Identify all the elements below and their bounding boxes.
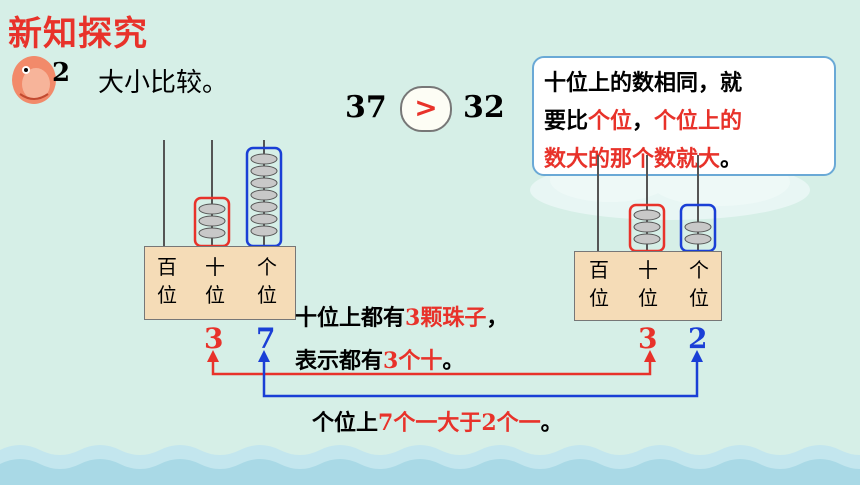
hint-line-1: 十位上的数相同，就 bbox=[544, 70, 743, 96]
abacus-right-base: 百位 十位 个位 bbox=[574, 251, 722, 321]
hint-line-2: 要比个位，个位上的 bbox=[544, 108, 743, 134]
section-title: 新知探究 bbox=[8, 14, 148, 54]
place-label-tens: 十位 bbox=[205, 255, 225, 307]
place-label-hundreds: 百位 bbox=[157, 255, 177, 307]
right-tens-digit: 3 bbox=[638, 322, 658, 355]
hint-bubble: 十位上的数相同，就 要比个位，个位上的 数大的那个数就大。 bbox=[532, 56, 836, 176]
right-ones-digit: 2 bbox=[688, 322, 708, 355]
compare-operator: > bbox=[400, 86, 452, 132]
ones-connector-arrow bbox=[258, 350, 703, 398]
abacus-left-base: 百位 十位 个位 bbox=[144, 246, 296, 320]
left-ones-digit: 7 bbox=[256, 322, 276, 355]
left-tens-digit: 3 bbox=[204, 322, 224, 355]
place-label-ones: 个位 bbox=[689, 258, 709, 310]
place-label-ones: 个位 bbox=[257, 255, 277, 307]
abacus-left-tens-beads bbox=[193, 196, 231, 248]
hint-line-3: 数大的那个数就大。 bbox=[544, 146, 743, 172]
tens-connector-arrow bbox=[207, 350, 656, 376]
place-label-tens: 十位 bbox=[638, 258, 658, 310]
abacus-right-rods bbox=[597, 155, 717, 253]
explain-line-1: 十位上都有3颗珠子， bbox=[295, 305, 509, 331]
shrimp-mascot-icon bbox=[12, 56, 56, 104]
question-text: 大小比较。 bbox=[98, 68, 229, 98]
explain-line-3: 个位上7个一大于2个一。 bbox=[312, 410, 563, 436]
place-label-hundreds: 百位 bbox=[589, 258, 609, 310]
wave-decoration bbox=[0, 445, 860, 485]
compare-right-number: 32 bbox=[463, 90, 505, 125]
question-number: 2 bbox=[52, 58, 71, 88]
explain-line-2: 表示都有3个十。 bbox=[295, 348, 465, 374]
compare-left-number: 37 bbox=[345, 90, 387, 125]
abacus-right-tens-beads bbox=[628, 203, 666, 253]
